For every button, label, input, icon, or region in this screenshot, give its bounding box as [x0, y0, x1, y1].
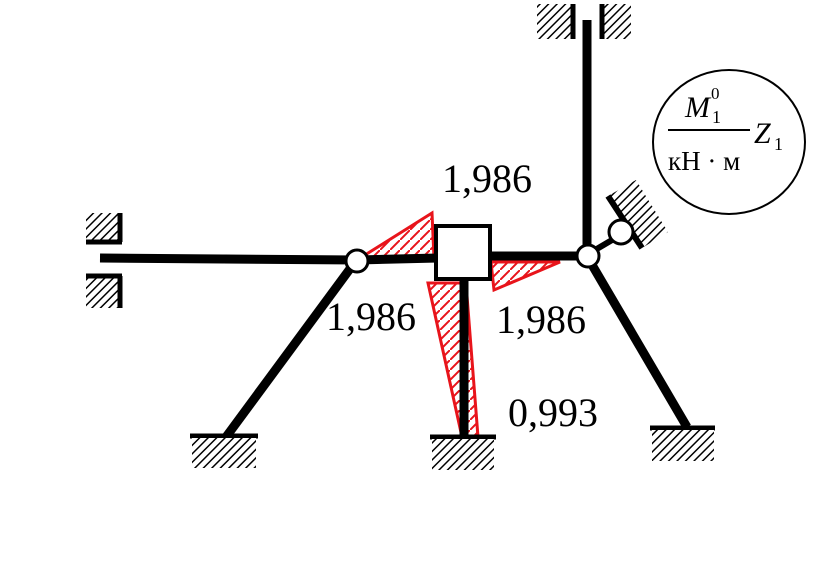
legend-factor-subscript: 1 [774, 134, 783, 154]
legend-numerator-superscript: 0 [711, 84, 720, 103]
moment-diagram-column [426, 281, 480, 439]
hinge-icon [344, 248, 370, 274]
legend-numerator-symbol: M [684, 91, 712, 124]
legend-factor-symbol: Z [754, 117, 771, 150]
moment-diagram-right-span [489, 260, 561, 293]
right-inclined-strut [584, 255, 691, 430]
beam-left-to-node [357, 253, 439, 265]
value-label-right-span: 1,986 [496, 297, 586, 342]
roller-support-icon [605, 180, 668, 250]
hinge-icon [575, 243, 601, 269]
moment-diagram-left-of-node [351, 210, 436, 262]
sliding-clamp-icon [537, 4, 631, 39]
sliding-clamp-icon [86, 213, 123, 308]
fixed-support-icon [430, 434, 496, 470]
rigid-node-icon [434, 224, 492, 281]
left-inclined-strut [222, 259, 359, 440]
value-label-left-joint: 1,986 [326, 294, 416, 339]
fixed-support-icon [190, 433, 258, 468]
value-label-column-bottom: 0,993 [508, 390, 598, 435]
fixed-support-icon [650, 425, 715, 461]
frame-members [99, 20, 691, 440]
legend-numerator-subscript: 1 [712, 107, 721, 127]
left-beam [99, 253, 359, 265]
legend-denominator: кН · м [668, 146, 740, 176]
value-label-top-node-left: 1,986 [442, 156, 532, 201]
legend-badge: M 0 1 кН · м Z 1 [652, 69, 806, 215]
